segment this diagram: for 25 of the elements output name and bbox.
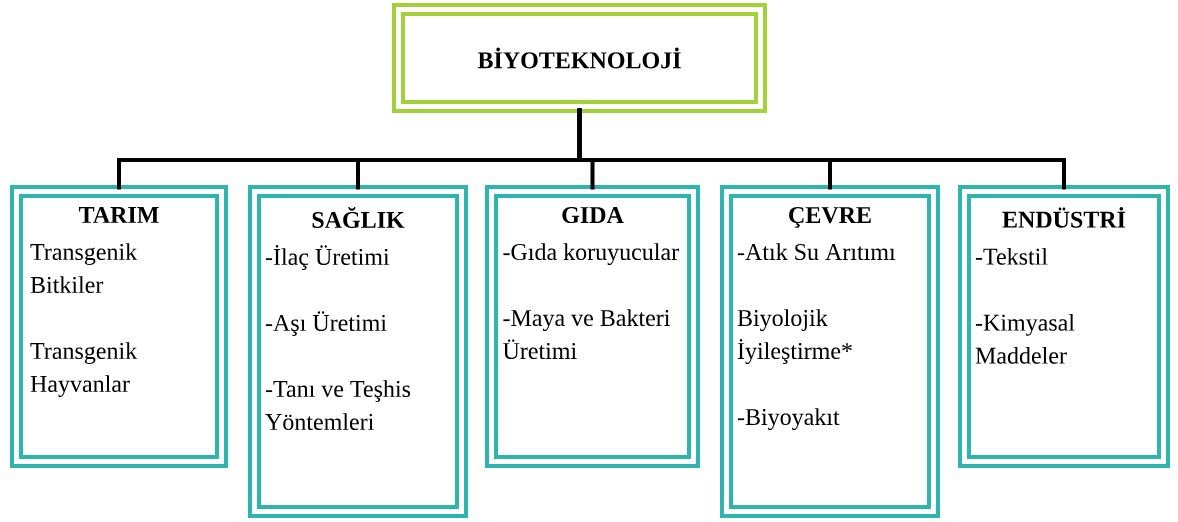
list-item: -İlaç Üretimi (265, 245, 390, 270)
category-box (10, 185, 228, 468)
list-item: -Aşı Üretimi (265, 311, 387, 336)
list-item: -Tanı ve Teşhis Yöntemleri (265, 380, 411, 431)
category-heading: GIDA (562, 207, 624, 224)
list-item: -Atık Su Arıtımı (737, 243, 896, 261)
title-text: BİYOTEKNOLOJİ (477, 47, 681, 69)
category-box (958, 185, 1170, 468)
connector-line (577, 108, 1066, 190)
category-heading: SAĞLIK (312, 207, 405, 229)
title-box (392, 3, 767, 113)
list-item: Transgenik Bitkiler (30, 243, 138, 294)
category-heading: ÇEVRE (789, 207, 871, 228)
list-item: -Biyoyakıt (737, 408, 840, 431)
list-item: -Kimyasal Maddeler (975, 313, 1075, 364)
category-box (248, 185, 468, 518)
list-item: -Gıda koruyucular (503, 243, 679, 266)
list-item: Biyolojik İyileştirme* (737, 309, 852, 365)
category-heading: ENDÜSTRİ (1002, 207, 1126, 228)
category-heading: TARIM (78, 207, 159, 223)
category-box (720, 185, 940, 518)
list-item: Transgenik Hayvanlar (30, 342, 138, 397)
category-box (485, 185, 700, 468)
list-item: -Maya ve Bakteri Üretimi (503, 309, 670, 360)
list-item: -Tekstil (975, 247, 1048, 265)
